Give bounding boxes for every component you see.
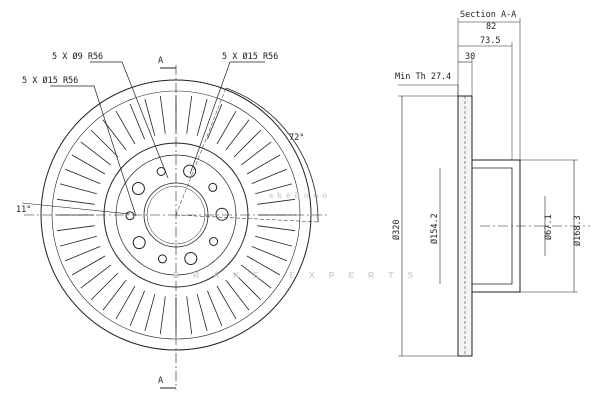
- vent-slot: [115, 110, 136, 145]
- vent-slot: [80, 264, 112, 289]
- dim-text-154-2: Ø154.2: [429, 213, 440, 244]
- vent-slot: [255, 183, 293, 195]
- vent-slot: [102, 279, 127, 311]
- vent-slot: [59, 183, 97, 195]
- bolt-hole-small: [125, 211, 135, 221]
- vent-slot: [251, 246, 288, 262]
- angle-ref-line-1: [175, 87, 227, 216]
- watermark-tagline: BRAKE EXPERTS: [173, 270, 427, 280]
- vent-slot: [246, 154, 281, 175]
- vent-slot: [64, 246, 101, 262]
- vent-slot: [90, 272, 119, 301]
- leader-small-holes: [90, 61, 169, 179]
- angle-arc-72: [225, 87, 319, 223]
- leader-large-holes-right: [189, 61, 265, 175]
- vent-slot: [80, 141, 112, 166]
- bolt-hole-large: [183, 164, 197, 178]
- vent-slot: [257, 198, 296, 205]
- dim-text-168-3: Ø168.3: [572, 215, 583, 246]
- dim-text-30: 30: [465, 52, 475, 62]
- vent-slot: [71, 154, 106, 175]
- vent-slot: [255, 235, 293, 247]
- dim-text-67-1: Ø67.1: [543, 214, 554, 240]
- callout-large-holes-left: 5 X Ø15 R56: [22, 75, 78, 86]
- vent-slot: [207, 103, 223, 140]
- bolt-holes: [125, 164, 229, 265]
- vent-slot: [216, 110, 237, 145]
- vent-slot: [90, 129, 119, 158]
- dim-text-min-thickness: Min Th 27.4: [395, 72, 451, 82]
- bolt-hole-small: [209, 237, 219, 246]
- watermark-brand: akebono: [269, 190, 332, 200]
- vent-slot: [144, 98, 156, 136]
- leader-large-holes-left: [50, 85, 137, 217]
- vent-slot: [115, 285, 136, 320]
- vent-slot: [233, 129, 262, 158]
- section-label-top: A: [158, 56, 163, 66]
- vent-slot: [129, 290, 145, 327]
- angle-ref-line-2: [175, 214, 319, 223]
- vent-slot: [144, 294, 156, 332]
- bolt-hole-large: [131, 182, 145, 195]
- vent-slot: [59, 235, 97, 247]
- vent-slot: [186, 95, 193, 134]
- vent-slot: [257, 225, 296, 232]
- bolt-hole-large: [132, 236, 146, 250]
- vent-slot: [64, 168, 101, 184]
- vent-slot: [196, 98, 208, 136]
- callout-large-holes-right: 5 X Ø15 R56: [222, 51, 278, 62]
- vent-slot: [71, 255, 106, 276]
- bolt-hole-large: [184, 252, 198, 265]
- dim-text-82: 82: [486, 22, 496, 32]
- vent-slot: [240, 264, 272, 289]
- vent-slot: [240, 141, 272, 166]
- watermark: akebono BRAKE EXPERTS: [173, 190, 427, 280]
- vent-slot: [196, 294, 208, 332]
- vent-slot: [246, 255, 281, 276]
- front-view: [21, 61, 330, 390]
- bolt-hole-small: [208, 182, 218, 192]
- section-label-bottom: A: [158, 376, 163, 386]
- vent-slot: [225, 279, 250, 311]
- vent-slot: [159, 95, 166, 134]
- vent-slot: [225, 119, 250, 151]
- section-title: Section A-A: [460, 10, 516, 20]
- angle-label-11: 11°: [16, 205, 31, 215]
- bolt-hole-large: [215, 207, 229, 221]
- leader-min-thickness: [398, 84, 459, 96]
- vent-slot: [56, 225, 95, 232]
- section-view: [398, 18, 590, 357]
- vent-slot: [216, 285, 237, 320]
- vent-slot: [207, 290, 223, 327]
- vent-slot: [129, 103, 145, 140]
- vent-slot: [233, 272, 262, 301]
- vent-slot: [251, 168, 288, 184]
- callout-small-holes: 5 X Ø9 R56: [52, 51, 103, 62]
- vent-slot: [186, 296, 193, 335]
- bolt-hole-small: [157, 254, 167, 264]
- dim-text-73-5: 73.5: [480, 36, 500, 46]
- vent-slot: [159, 296, 166, 335]
- angle-label-72: 72°: [289, 133, 304, 143]
- angle-ref-line-11: [21, 202, 131, 215]
- vent-slot: [56, 198, 95, 205]
- dim-text-320: Ø320: [391, 220, 402, 240]
